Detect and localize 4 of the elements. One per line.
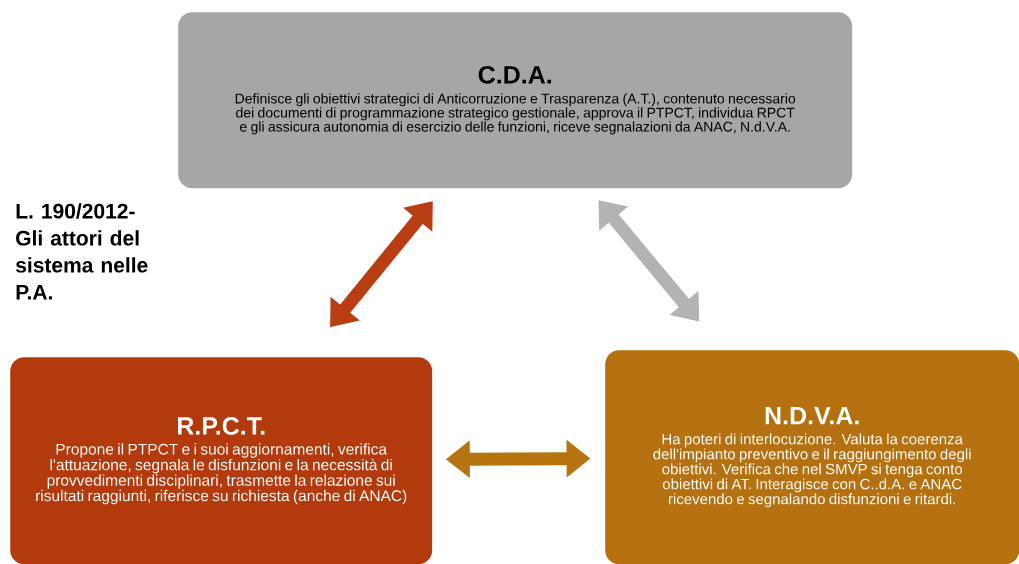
process-box: R.P.C.T. Propone il PTPCT e i suoi aggiornamenti, verifica l'attuazione, segnala le disfunzioni e la necessità di provvedimenti disciplinari, trasmette la relazione sui risultati raggiunti, riferisce su richiesta (anche di ANAC) bbox=[10, 357, 433, 564]
process-box: N.D.V.A. Ha poteri di interlocuzione. Valuta la coerenza dell'impianto preventivo e il raggiungimento degli obiettivi. Verifica che nel SMVP si tenga conto obiettivi di AT. Interagisce con C..d.A. e ANAC ricevendo e segnalando disfunzioni e ritardi. bbox=[605, 350, 1019, 564]
heading: L. 190/2012- Gli attori del sistema nelle P.A. bbox=[15, 203, 148, 300]
process-box: C.D.A. Definisce gli obiettivi strategici di Anticorruzione e Trasparenza (A.T.), contenuto necessario dei documenti di programmazione strategico gestionale, approva il PTPCT, individua RPCT e gli assicura autonomia di esercizio delle funzioni, riceve segnalazioni da ANAC, N.d.V.A. bbox=[178, 12, 853, 189]
